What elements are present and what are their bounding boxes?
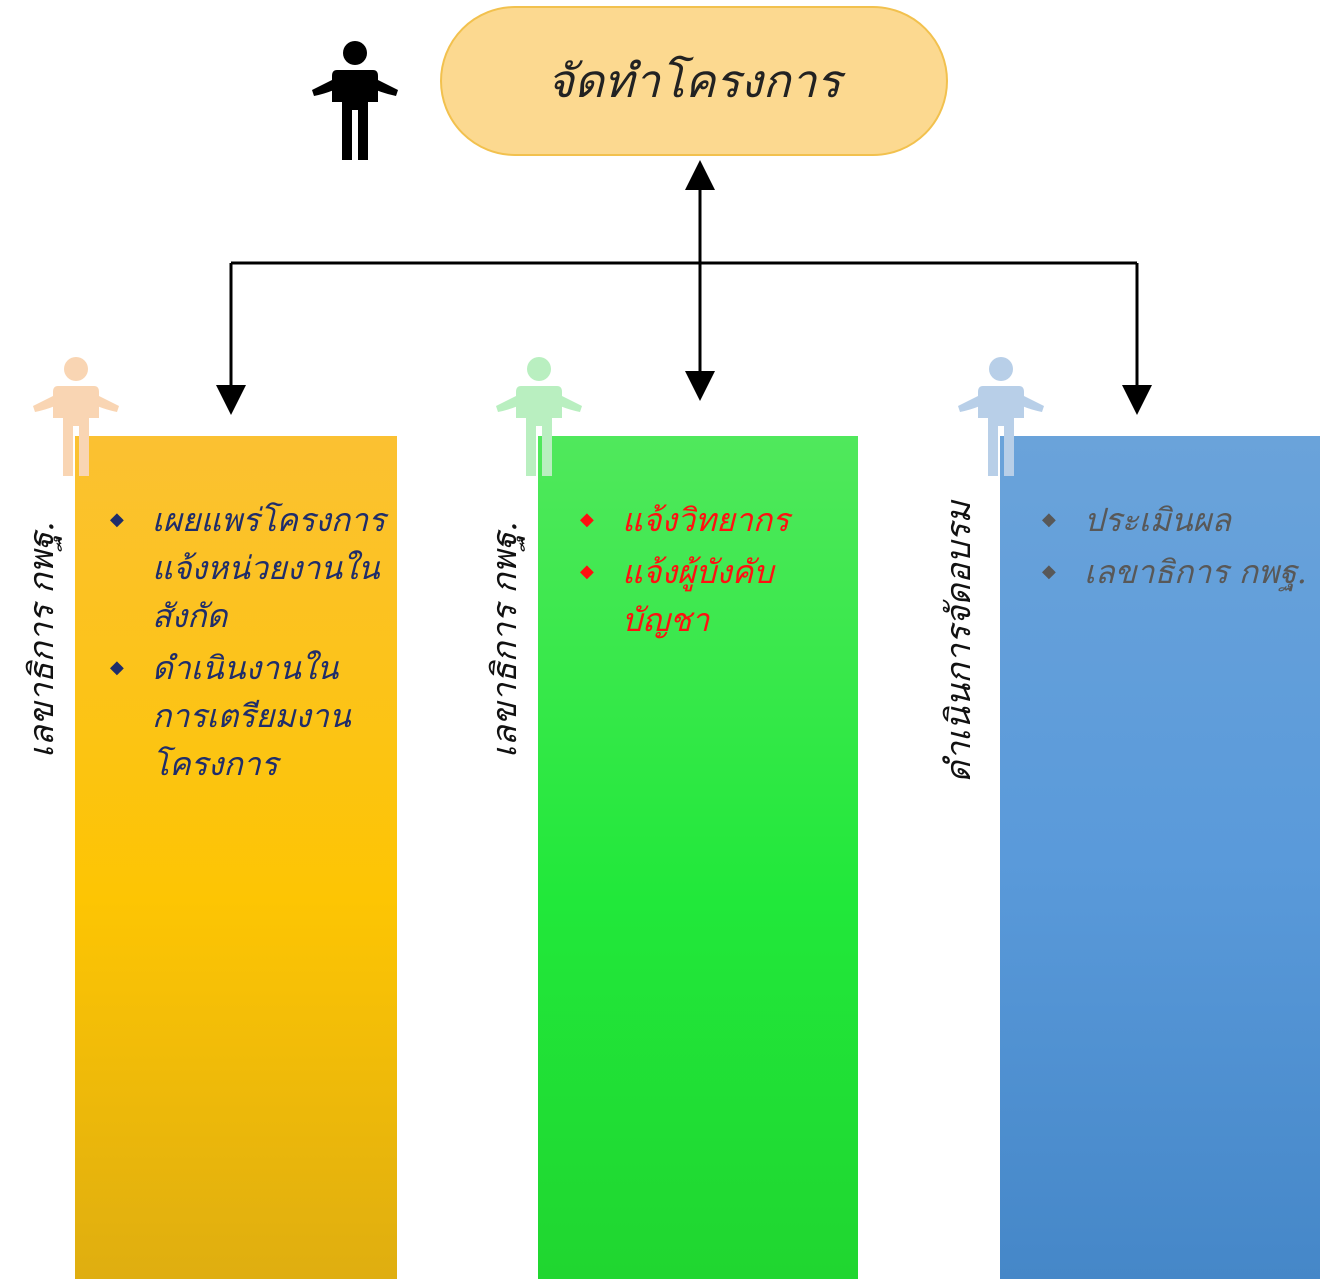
column-2-label: เลขาธิการ กพฐ. [485,521,525,758]
list-item-text: แจ้งผู้บังคับบัญชา [622,553,774,639]
column-3-label: ดำเนินการจัดอบรม [939,501,979,783]
list-item: ◆ ประเมินผล [1042,496,1312,544]
diamond-bullet-icon: ◆ [110,509,124,530]
list-item-text: เลขาธิการ กพฐ. [1084,553,1307,591]
list-item: ◆ เลขาธิการ กพฐ. [1042,548,1312,596]
person-icon [312,41,398,160]
list-item: ◆ แจ้งวิทยากร [580,496,850,544]
column-1-box [75,436,397,1279]
list-item-text: ประเมินผล [1084,501,1231,539]
list-item: ◆ เผยแพร่โครงการแจ้งหน่วยงานในสังกัด [110,496,390,640]
list-item: ◆ ดำเนินงานในการเตรียมงานโครงการ [110,644,390,788]
list-item-text: แจ้งวิทยากร [622,501,790,539]
column-3-list: ◆ ประเมินผล ◆ เลขาธิการ กพฐ. [1042,496,1312,600]
diamond-bullet-icon: ◆ [1042,509,1056,530]
list-item-text: ดำเนินงานในการเตรียมงานโครงการ [152,649,351,783]
column-2-box [538,436,858,1279]
diamond-bullet-icon: ◆ [580,509,594,530]
top-process-title: จัดทำโครงการ [546,53,841,108]
person-icon-lightblue [958,357,1044,476]
list-item-text: เผยแพร่โครงการแจ้งหน่วยงานในสังกัด [152,501,386,635]
person-icon-peach [33,357,119,476]
column-1-label: เลขาธิการ กพฐ. [22,521,62,758]
column-2-list: ◆ แจ้งวิทยากร ◆ แจ้งผู้บังคับบัญชา [580,496,850,648]
column-3-box [1000,436,1320,1279]
top-process-box: จัดทำโครงการ [440,6,948,156]
person-icon-mint [496,357,582,476]
diamond-bullet-icon: ◆ [110,657,124,678]
diamond-bullet-icon: ◆ [580,561,594,582]
column-1-list: ◆ เผยแพร่โครงการแจ้งหน่วยงานในสังกัด ◆ ดำเ… [110,496,390,792]
diamond-bullet-icon: ◆ [1042,561,1056,582]
list-item: ◆ แจ้งผู้บังคับบัญชา [580,548,850,644]
